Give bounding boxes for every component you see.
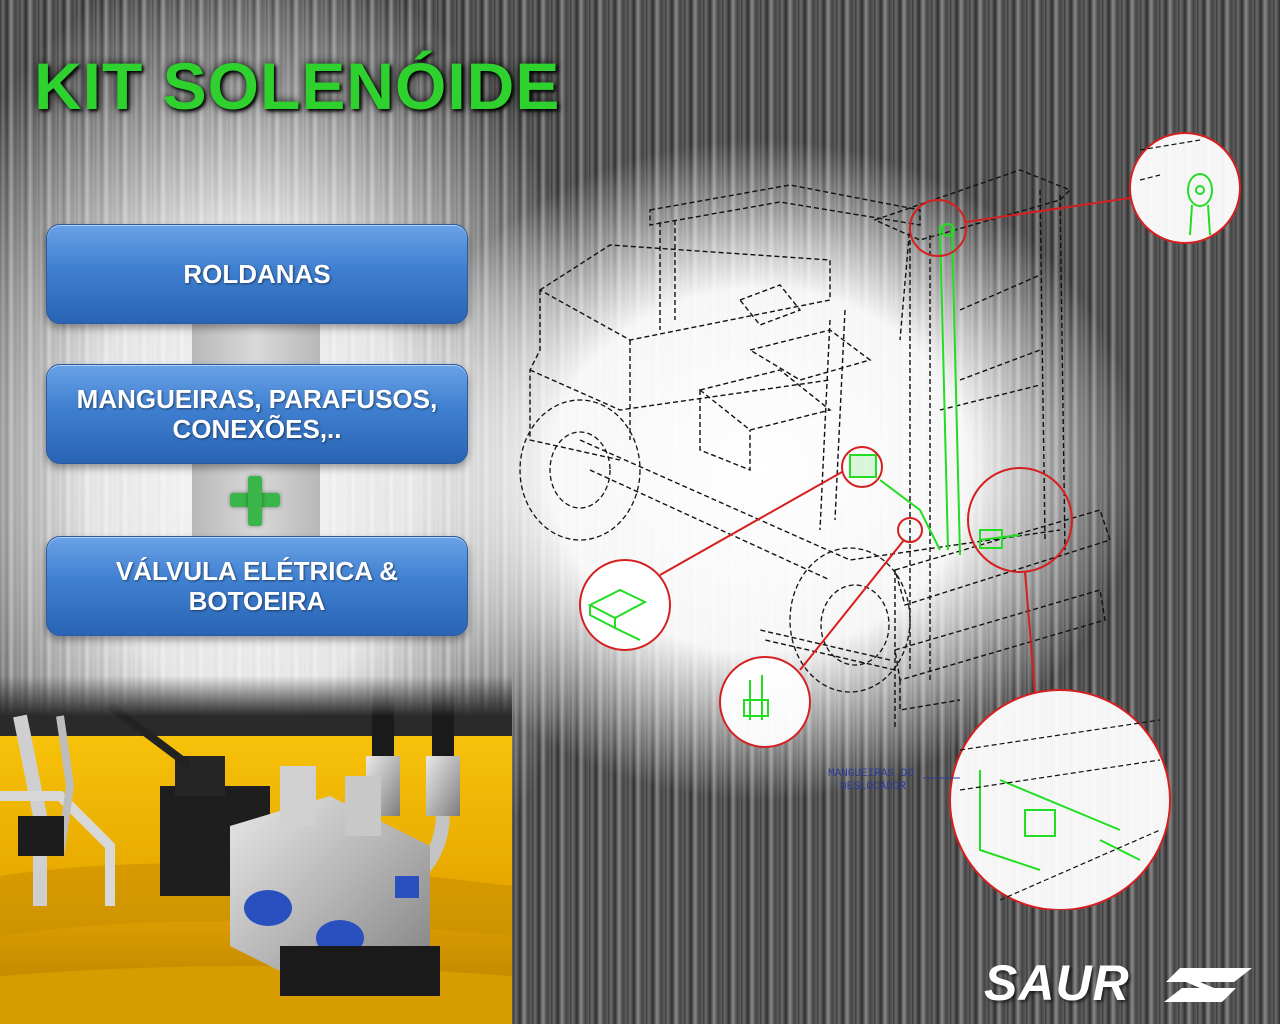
pill-connector [192, 322, 320, 364]
logo-text: SAUR [984, 955, 1130, 1011]
logo-mark-icon [1164, 968, 1252, 1002]
item-valvula-eletrica-botoeira: VÁLVULA ELÉTRICA & BOTOEIRA [46, 536, 468, 636]
plus-icon [230, 476, 280, 526]
callout-label-line2: DESLOCADOR [840, 781, 906, 793]
item-roldanas: ROLDANAS [46, 224, 468, 324]
saur-logo: SAUR [984, 958, 1264, 1008]
callout-label-line1: MANGUEIRAS DO [828, 768, 914, 780]
valve-photo [0, 676, 512, 1024]
forklift-technical-diagram: MANGUEIRAS DO DESLOCADOR [519, 132, 1241, 910]
page-title: KIT SOLENÓIDE [34, 49, 561, 123]
item-mangueiras-parafusos-conexoes: MANGUEIRAS, PARAFUSOS, CONEXÕES,.. [46, 364, 468, 464]
